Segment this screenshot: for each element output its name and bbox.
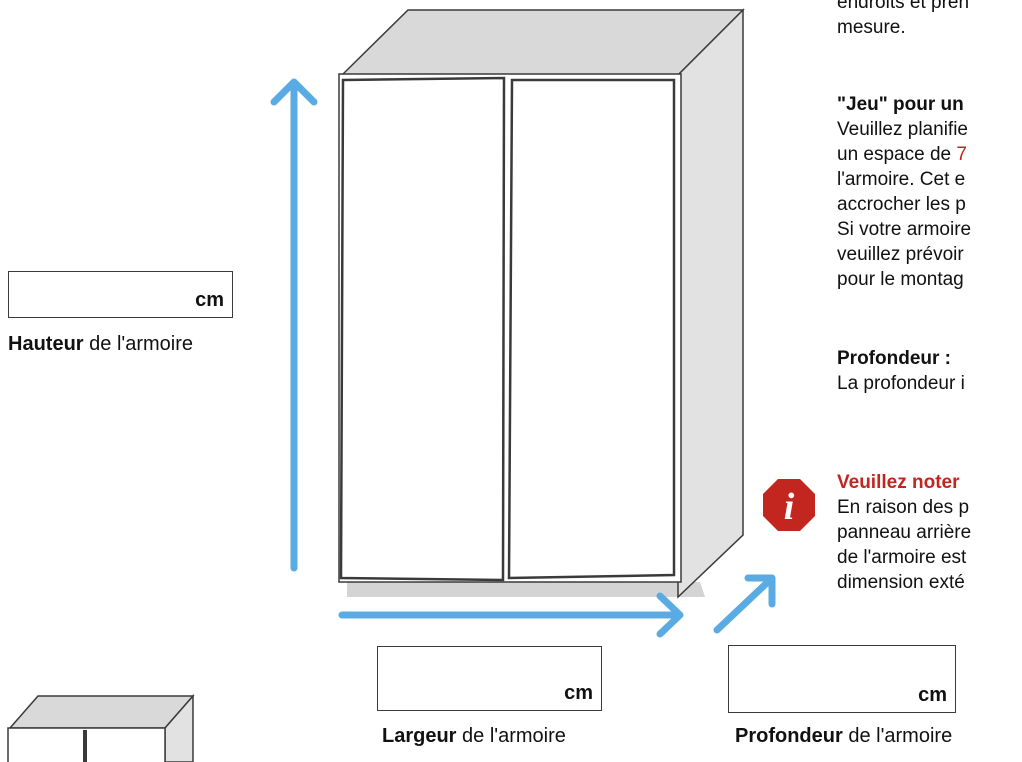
depth-line-1: La profondeur i: [837, 373, 965, 394]
intro-line-2: mesure.: [837, 17, 906, 38]
info-icon: i: [763, 479, 815, 531]
jeu-line-4: accrocher les p: [837, 194, 966, 215]
height-input[interactable]: [17, 278, 182, 310]
jeu-line-5: Si votre armoire: [837, 219, 972, 240]
width-arrow: [338, 592, 684, 638]
width-input-box[interactable]: cm: [377, 646, 602, 711]
height-unit-label: cm: [195, 289, 224, 311]
jeu-heading: "Jeu" pour un: [837, 94, 964, 115]
wardrobe-left-door: [339, 76, 506, 582]
wardrobe-side: [677, 8, 744, 599]
width-input[interactable]: [386, 653, 551, 685]
note-line-1: En raison des p: [837, 497, 970, 518]
height-arrow: [270, 78, 318, 572]
depth-input-box[interactable]: cm: [728, 645, 956, 713]
instructions-panel: endroits et pren mesure. "Jeu" pour un V…: [837, 0, 1022, 700]
wardrobe-top: [340, 9, 745, 76]
jeu-line-7: pour le montag: [837, 269, 964, 290]
width-caption: Largeur de l'armoire: [382, 725, 566, 747]
width-unit-label: cm: [564, 682, 593, 704]
note-heading: Veuillez noter: [837, 472, 960, 493]
wardrobe-shadow: [347, 582, 705, 597]
depth-caption: Profondeur de l'armoire: [735, 725, 953, 747]
height-input-box[interactable]: cm: [8, 271, 233, 318]
height-caption: Hauteur de l'armoire: [8, 333, 193, 355]
depth-input[interactable]: [737, 652, 905, 684]
wardrobe-thumbnail: [7, 694, 195, 762]
jeu-line-2: un espace de 7: [837, 144, 967, 165]
depth-heading: Profondeur :: [837, 348, 951, 369]
jeu-line-1: Veuillez planifie: [837, 119, 968, 140]
jeu-line-3: l'armoire. Cet e: [837, 169, 966, 190]
note-line-2: panneau arrière: [837, 522, 972, 543]
intro-line-1: endroits et pren: [837, 0, 970, 13]
wardrobe-right-door: [507, 78, 676, 580]
note-line-3: de l'armoire est: [837, 547, 967, 568]
depth-unit-label: cm: [918, 684, 947, 706]
depth-arrow: [713, 574, 776, 634]
jeu-line-6: veuillez prévoir: [837, 244, 964, 265]
note-line-4: dimension exté: [837, 572, 965, 593]
svg-text:i: i: [784, 486, 795, 528]
